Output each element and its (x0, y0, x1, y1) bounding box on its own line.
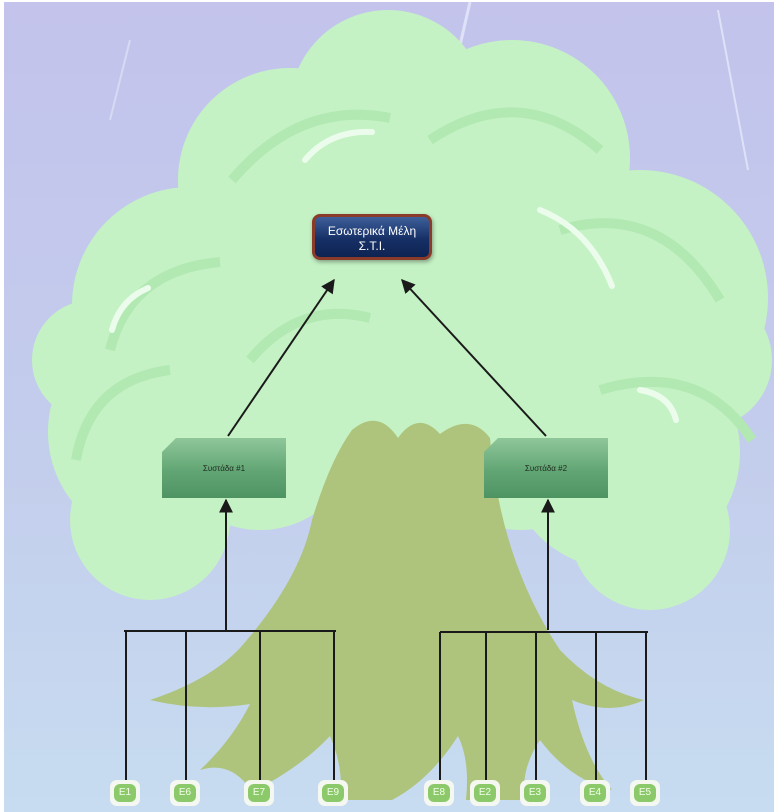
group-node-label: Συστάδα #2 (524, 463, 568, 473)
leaf-node-label: Ε6 (174, 784, 196, 802)
leaf-node-label: Ε9 (322, 784, 344, 802)
root-node: Εσωτερικά Μέλη Σ.Τ.Ι. (312, 214, 432, 260)
leaf-node-E2: Ε2 (470, 780, 500, 806)
light-streak (717, 9, 749, 171)
leaf-node-E5: Ε5 (630, 780, 660, 806)
tree-trunk (150, 420, 644, 800)
canopy-rings (71, 107, 757, 461)
leaf-node-E8: Ε8 (424, 780, 454, 806)
leaf-node-label: Ε3 (524, 784, 546, 802)
leaf-node-label: Ε5 (634, 784, 656, 802)
leaf-node-E1: Ε1 (110, 780, 140, 806)
leaf-node-E7: Ε7 (244, 780, 274, 806)
leaf-node-label: Ε1 (114, 784, 136, 802)
root-node-line1: Εσωτερικά Μέλη (327, 224, 417, 238)
group-node-label: Συστάδα #1 (202, 463, 246, 473)
leaf-node-E4: Ε4 (580, 780, 610, 806)
leaf-node-label: Ε2 (474, 784, 496, 802)
leaf-node-E9: Ε9 (318, 780, 348, 806)
arrow-group1-to-root (227, 278, 335, 437)
leaf-node-label: Ε8 (428, 784, 450, 802)
group-node-1: Συστάδα #1 (162, 438, 286, 498)
light-streak (109, 39, 131, 121)
leaf-node-label: Ε7 (248, 784, 270, 802)
leaf-node-label: Ε4 (584, 784, 606, 802)
group-node-2: Συστάδα #2 (484, 438, 608, 498)
frame-left-edge (0, 0, 4, 812)
root-node-line2: Σ.Τ.Ι. (358, 239, 386, 253)
arrow-group2-to-root (401, 278, 547, 437)
leaf-node-E6: Ε6 (170, 780, 200, 806)
canopy-highlights (109, 128, 679, 423)
leaf-node-E3: Ε3 (520, 780, 550, 806)
connectors (124, 278, 648, 782)
